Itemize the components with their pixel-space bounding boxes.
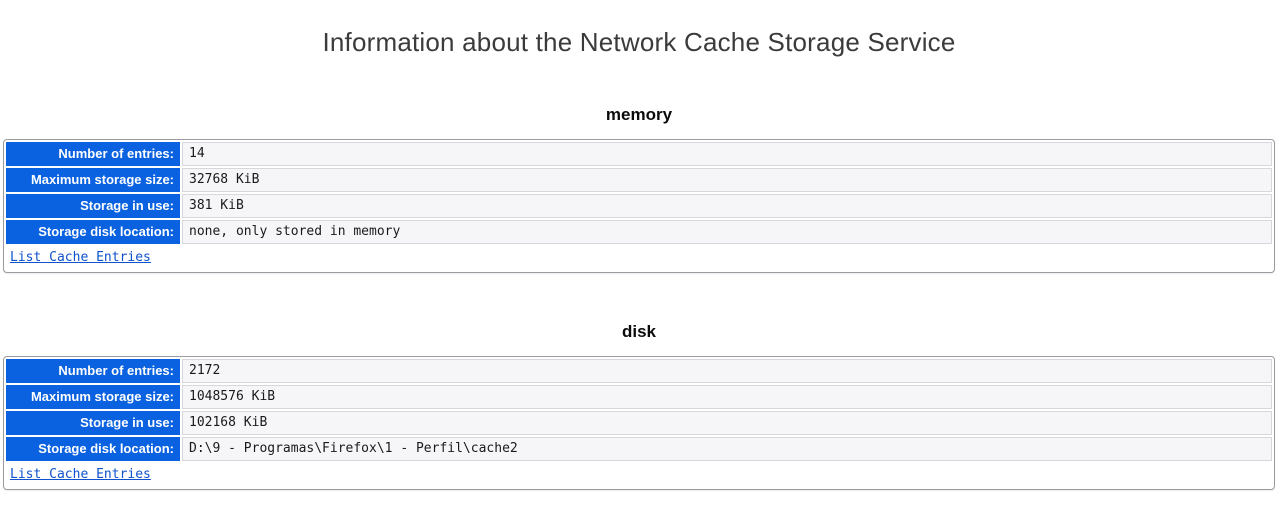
row-value: 2172 <box>182 358 1272 383</box>
row-value: 102168 KiB <box>182 410 1272 435</box>
row-value: 32768 KiB <box>182 167 1272 192</box>
table-row: Storage disk location: none, only stored… <box>6 219 1272 244</box>
disk-section: disk Number of entries: 2172 Maximum sto… <box>3 323 1275 490</box>
link-row: List Cache Entries <box>6 245 1272 270</box>
row-label: Storage in use: <box>6 193 180 218</box>
table-row: Storage in use: 381 KiB <box>6 193 1272 218</box>
disk-section-heading: disk <box>621 321 657 341</box>
disk-table-frame: Number of entries: 2172 Maximum storage … <box>3 355 1275 490</box>
row-label: Storage disk location: <box>6 436 180 461</box>
row-value: D:\9 - Programas\Firefox\1 - Perfil\cach… <box>182 436 1272 461</box>
memory-section-heading: memory <box>605 104 673 124</box>
memory-table-frame: Number of entries: 14 Maximum storage si… <box>3 138 1275 273</box>
table-row: Maximum storage size: 1048576 KiB <box>6 384 1272 409</box>
list-cache-entries-link-memory[interactable]: List Cache Entries <box>10 249 151 265</box>
memory-section: memory Number of entries: 14 Maximum sto… <box>3 106 1275 273</box>
row-value: 14 <box>182 141 1272 166</box>
memory-summary-table: Number of entries: 14 Maximum storage si… <box>4 140 1274 272</box>
table-row: Number of entries: 2172 <box>6 358 1272 383</box>
table-row: List Cache Entries <box>6 245 1272 270</box>
row-label: Maximum storage size: <box>6 167 180 192</box>
table-row: Maximum storage size: 32768 KiB <box>6 167 1272 192</box>
table-row: Storage in use: 102168 KiB <box>6 410 1272 435</box>
table-row: List Cache Entries <box>6 462 1272 487</box>
table-row: Number of entries: 14 <box>6 141 1272 166</box>
row-label: Number of entries: <box>6 141 180 166</box>
table-row: Storage disk location: D:\9 - Programas\… <box>6 436 1272 461</box>
row-value: 1048576 KiB <box>182 384 1272 409</box>
list-cache-entries-link-disk[interactable]: List Cache Entries <box>10 466 151 482</box>
row-value: 381 KiB <box>182 193 1272 218</box>
row-label: Maximum storage size: <box>6 384 180 409</box>
page-title: Information about the Network Cache Stor… <box>322 27 956 57</box>
row-label: Storage disk location: <box>6 219 180 244</box>
row-value: none, only stored in memory <box>182 219 1272 244</box>
row-label: Storage in use: <box>6 410 180 435</box>
link-row: List Cache Entries <box>6 462 1272 487</box>
disk-summary-table: Number of entries: 2172 Maximum storage … <box>4 357 1274 489</box>
row-label: Number of entries: <box>6 358 180 383</box>
